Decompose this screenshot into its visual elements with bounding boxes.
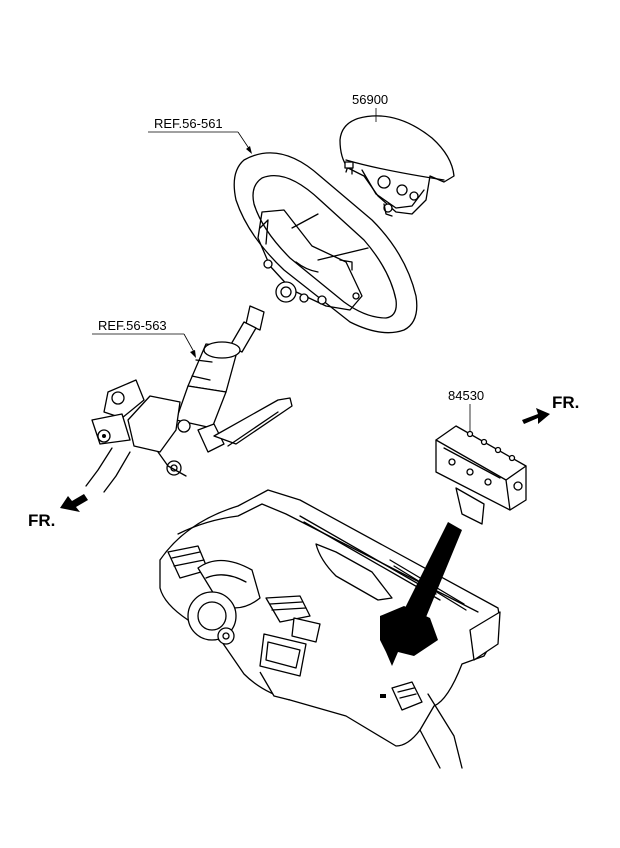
steering-wheel-ref-text: REF.56-561 [154, 116, 223, 131]
front-label-left: FR. [28, 511, 55, 530]
steering-wheel[interactable] [233, 152, 418, 334]
steering-column[interactable] [85, 305, 293, 493]
install-location-pointer [404, 522, 462, 622]
front-indicator-left: FR. [28, 494, 88, 530]
front-indicator-right: FR. [522, 393, 579, 424]
arrow-right-icon [522, 408, 550, 424]
steering-wheel-ref-label [148, 131, 252, 154]
arrow-left-down-icon [60, 494, 88, 512]
airbag-passenger-label: 84530 [448, 388, 484, 403]
steering-column-ref-label [92, 333, 196, 358]
driver-airbag-module[interactable] [339, 115, 455, 217]
steering-column-ref-text: REF.56-563 [98, 318, 167, 333]
front-label-right: FR. [552, 393, 579, 412]
airbag-install-location [380, 606, 438, 666]
passenger-airbag-module[interactable] [435, 425, 527, 525]
dashboard-crash-pad[interactable] [159, 489, 501, 769]
airbag-driver-label: 56900 [352, 92, 388, 107]
